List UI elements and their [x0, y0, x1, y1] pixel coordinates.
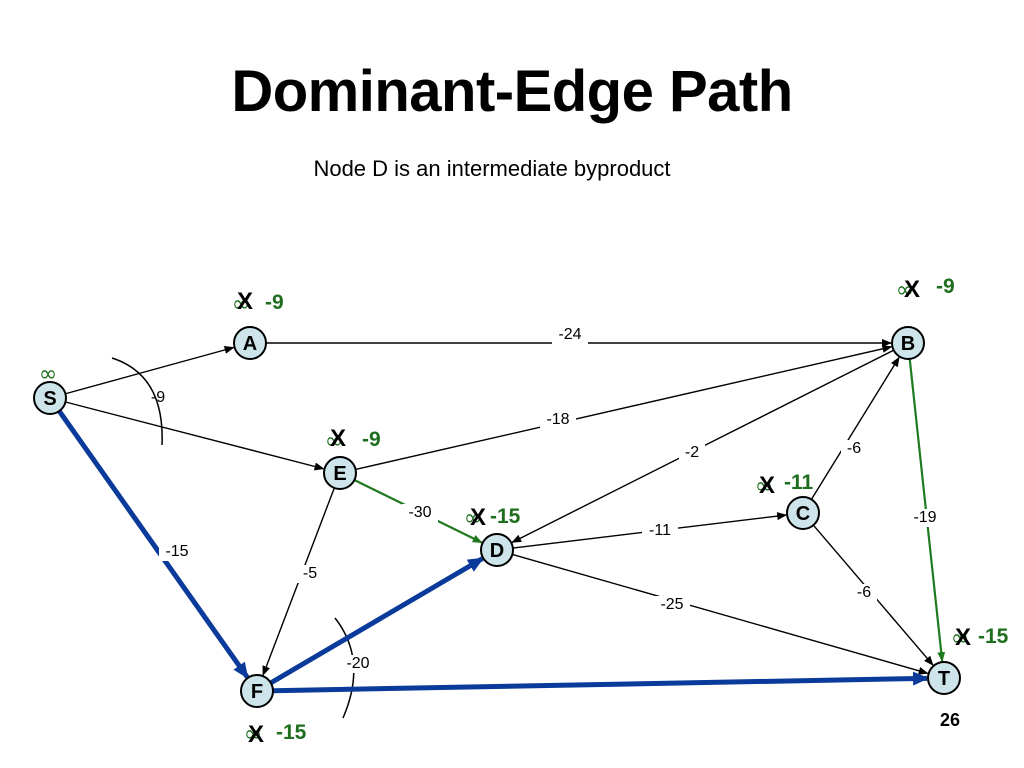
- edge-weight-b-t: -19: [913, 509, 936, 526]
- edge-weight-background: [340, 655, 376, 673]
- node-c: C: [786, 496, 820, 530]
- node-circle: [233, 326, 267, 360]
- infinity-mark-a: ∞: [232, 292, 250, 317]
- edge-weight-e-b: -18: [546, 411, 569, 428]
- distance-value-d: -15: [490, 505, 521, 528]
- edge-c-b: [810, 356, 900, 500]
- strike-mark-b: X: [904, 276, 920, 303]
- edge-s-f: [57, 409, 250, 679]
- edge-e-b: [355, 344, 893, 471]
- infinity-mark-e: ∞: [325, 429, 343, 454]
- distance-value-c: -11: [784, 471, 814, 494]
- cut-arc: [111, 357, 163, 446]
- edge-s-a: [65, 346, 235, 395]
- node-t: T: [927, 661, 961, 695]
- node-b: B: [891, 326, 925, 360]
- node-label: F: [251, 681, 263, 703]
- edge-weight-background: [402, 504, 438, 522]
- edge-weight-background: [679, 444, 705, 462]
- result-total: 26: [940, 710, 960, 730]
- infinity-mark-s: ∞: [39, 362, 57, 387]
- strike-mark-a: X: [237, 288, 253, 315]
- node-label: S: [43, 388, 56, 410]
- cut-weight-label: -9: [151, 389, 165, 406]
- edge-weight-e-f: -5: [303, 565, 317, 582]
- edge-weight-background: [540, 411, 576, 429]
- edge-weight-background: [642, 522, 678, 540]
- edge-weight-background: [654, 596, 690, 614]
- edge-weight-c-t: -6: [857, 584, 871, 601]
- distance-value-b: -9: [936, 275, 955, 298]
- node-a: A: [233, 326, 267, 360]
- edge-weight-background: [851, 584, 877, 602]
- strike-mark-c: X: [759, 472, 775, 499]
- node-circle: [786, 496, 820, 530]
- edge-weight-s-f: -15: [165, 543, 188, 560]
- subtitle: Node D is an intermediate byproduct: [313, 156, 671, 181]
- strike-mark-f: X: [248, 721, 264, 748]
- node-label: B: [901, 333, 915, 355]
- edge-weight-background: [841, 440, 867, 458]
- edge-weight-background: [907, 509, 943, 527]
- edge-weight-a-b: -24: [558, 326, 581, 343]
- edge-weight-d-t: -25: [660, 596, 683, 613]
- edge-d-t: [512, 553, 929, 675]
- edge-f-d: [269, 556, 485, 686]
- distance-value-f: -15: [276, 721, 307, 744]
- distance-value-t: -15: [978, 625, 1009, 648]
- edge-weight-d-c: -11: [649, 522, 671, 539]
- edge-weight-b-d: -2: [685, 444, 699, 461]
- node-label: C: [796, 503, 810, 525]
- strike-mark-d: X: [470, 504, 486, 531]
- infinity-mark-f: ∞: [244, 722, 262, 747]
- node-d: D: [480, 533, 514, 567]
- node-s: S: [33, 381, 67, 415]
- infinity-mark-t: ∞: [951, 626, 969, 651]
- node-label: A: [243, 333, 257, 355]
- node-e: E: [323, 456, 357, 490]
- node-circle: [33, 381, 67, 415]
- edge-weight-background: [297, 565, 323, 583]
- node-f: F: [240, 674, 274, 708]
- edge-weight-background: [552, 326, 588, 344]
- edge-weight-background: [159, 543, 195, 561]
- edge-weight-c-b: -6: [847, 440, 861, 457]
- infinity-mark-b: ∞: [896, 278, 914, 303]
- node-circle: [480, 533, 514, 567]
- infinity-mark-d: ∞: [464, 506, 482, 531]
- node-label: T: [938, 668, 950, 690]
- node-circle: [240, 674, 274, 708]
- edge-weight-f-t: -20: [346, 655, 369, 672]
- node-circle: [891, 326, 925, 360]
- strike-mark-t: X: [955, 624, 971, 651]
- node-label: E: [333, 463, 346, 485]
- distance-value-a: -9: [265, 291, 284, 314]
- page-title: Dominant-Edge Path: [231, 59, 793, 124]
- node-circle: [927, 661, 961, 695]
- edge-s-e: [65, 401, 325, 471]
- infinity-mark-c: ∞: [755, 474, 773, 499]
- edge-f-t: [272, 671, 930, 694]
- node-circle: [323, 456, 357, 490]
- node-label: D: [490, 540, 504, 562]
- edge-weight-e-d: -30: [408, 504, 431, 521]
- strike-mark-e: X: [330, 425, 346, 452]
- distance-value-e: -9: [362, 428, 381, 451]
